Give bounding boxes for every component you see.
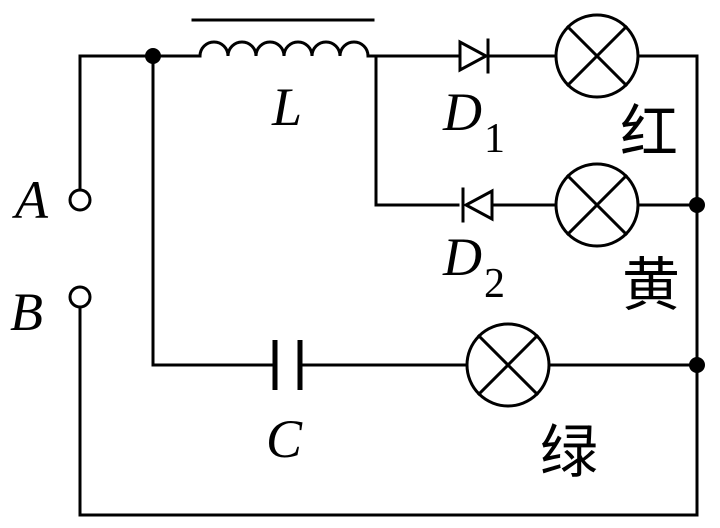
terminal-a-label: A bbox=[12, 170, 49, 230]
capacitor-label: C bbox=[266, 409, 303, 469]
diode-d2-label: D2 bbox=[442, 227, 505, 307]
diode-d2-subscript: 2 bbox=[484, 261, 505, 307]
junction-dot bbox=[689, 197, 705, 213]
diode-d1 bbox=[458, 38, 490, 74]
lamp-red bbox=[554, 13, 640, 99]
wire-terminal-b bbox=[78, 54, 699, 517]
lamp-yellow-label: 黄 bbox=[622, 251, 680, 319]
wire-middle-branch bbox=[374, 54, 699, 207]
lamp-yellow bbox=[554, 162, 640, 248]
terminal-a[interactable] bbox=[68, 188, 92, 212]
diode-d1-letter: D bbox=[442, 82, 482, 142]
inductor-label: L bbox=[271, 77, 302, 137]
terminal-b-label: B bbox=[10, 282, 43, 342]
junction-dot bbox=[689, 357, 705, 373]
lamp-red-label: 红 bbox=[620, 98, 678, 166]
terminal-b[interactable] bbox=[68, 285, 92, 309]
wire-capacitor-branch bbox=[151, 54, 699, 367]
diode-d1-subscript: 1 bbox=[484, 116, 505, 162]
diode-d2-letter: D bbox=[442, 227, 482, 287]
diode-d1-label: D1 bbox=[442, 82, 505, 162]
diode-d2 bbox=[461, 187, 494, 223]
lamp-green bbox=[465, 322, 551, 408]
inductor bbox=[191, 18, 375, 58]
wire-terminal-a bbox=[78, 54, 202, 192]
lamp-green-label: 绿 bbox=[540, 418, 598, 486]
inductor-coil bbox=[198, 40, 370, 58]
capacitor bbox=[272, 340, 303, 390]
junction-dot bbox=[145, 48, 161, 64]
